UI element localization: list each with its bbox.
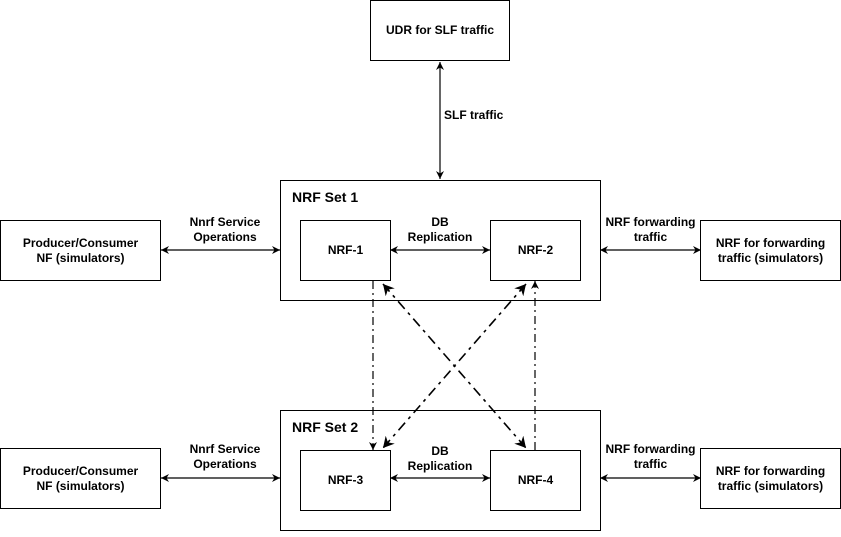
set2-ops-line1: Nnrf Service bbox=[189, 442, 261, 456]
set1-ops-line1: Nnrf Service bbox=[189, 215, 261, 229]
set2-fwd-label: NRF forwarding traffic bbox=[600, 442, 701, 472]
nrf-3-label: NRF-3 bbox=[327, 473, 364, 487]
set2-db-replication-label: DB Replication bbox=[400, 444, 480, 474]
set1-fwd-label: NRF forwarding traffic bbox=[600, 215, 701, 245]
set1-db-line1: DB bbox=[431, 215, 449, 229]
set2-fwd-line1: NRF forwarding bbox=[605, 442, 696, 456]
producer-consumer-box-2[interactable]: Producer/Consumer NF (simulators) bbox=[0, 448, 161, 509]
set2-ops-line2: Operations bbox=[193, 457, 257, 471]
udr-label: UDR for SLF traffic bbox=[386, 23, 494, 37]
forwarding-nrf-box-2[interactable]: NRF for forwarding traffic (simulators) bbox=[700, 448, 841, 509]
set1-fwd-line1: NRF forwarding bbox=[605, 215, 696, 229]
set1-ops-label: Nnrf Service Operations bbox=[175, 215, 275, 245]
target-line2: traffic (simulators) bbox=[717, 478, 824, 493]
nrf-set-1: NRF Set 1 bbox=[280, 180, 601, 301]
nrf-set-2-title: NRF Set 2 bbox=[292, 419, 359, 435]
nrf-1-label: NRF-1 bbox=[327, 243, 364, 257]
nrf-4-label: NRF-4 bbox=[517, 473, 554, 487]
nrf-set-2: NRF Set 2 bbox=[280, 410, 601, 531]
set1-db-line2: Replication bbox=[407, 230, 473, 244]
nrf-3-box[interactable]: NRF-3 bbox=[300, 450, 391, 511]
nrf2-nrf3-connector bbox=[382, 283, 527, 449]
target-line1: NRF for forwarding bbox=[715, 463, 826, 478]
set1-db-replication-label: DB Replication bbox=[400, 215, 480, 245]
set1-fwd-line2: traffic bbox=[633, 230, 668, 244]
udr-box[interactable]: UDR for SLF traffic bbox=[370, 0, 510, 61]
nrf-set-1-title: NRF Set 1 bbox=[292, 189, 359, 205]
producer-line2: NF (simulators) bbox=[36, 250, 125, 265]
set2-db-line2: Replication bbox=[407, 459, 473, 473]
target-line2: traffic (simulators) bbox=[717, 250, 824, 265]
nrf-2-label: NRF-2 bbox=[517, 243, 554, 257]
producer-line1: Producer/Consumer bbox=[22, 235, 139, 250]
nrf-2-box[interactable]: NRF-2 bbox=[490, 220, 581, 281]
slf-traffic-label: SLF traffic bbox=[444, 108, 504, 122]
set2-fwd-line2: traffic bbox=[633, 457, 668, 471]
set1-ops-line2: Operations bbox=[193, 230, 257, 244]
producer-line2: NF (simulators) bbox=[36, 478, 125, 493]
set2-ops-label: Nnrf Service Operations bbox=[175, 442, 275, 472]
forwarding-nrf-box-1[interactable]: NRF for forwarding traffic (simulators) bbox=[700, 220, 841, 281]
producer-consumer-box-1[interactable]: Producer/Consumer NF (simulators) bbox=[0, 220, 161, 281]
producer-line1: Producer/Consumer bbox=[22, 463, 139, 478]
nrf-4-box[interactable]: NRF-4 bbox=[490, 450, 581, 511]
nrf-1-box[interactable]: NRF-1 bbox=[300, 220, 391, 281]
set2-db-line1: DB bbox=[431, 444, 449, 458]
target-line1: NRF for forwarding bbox=[715, 235, 826, 250]
